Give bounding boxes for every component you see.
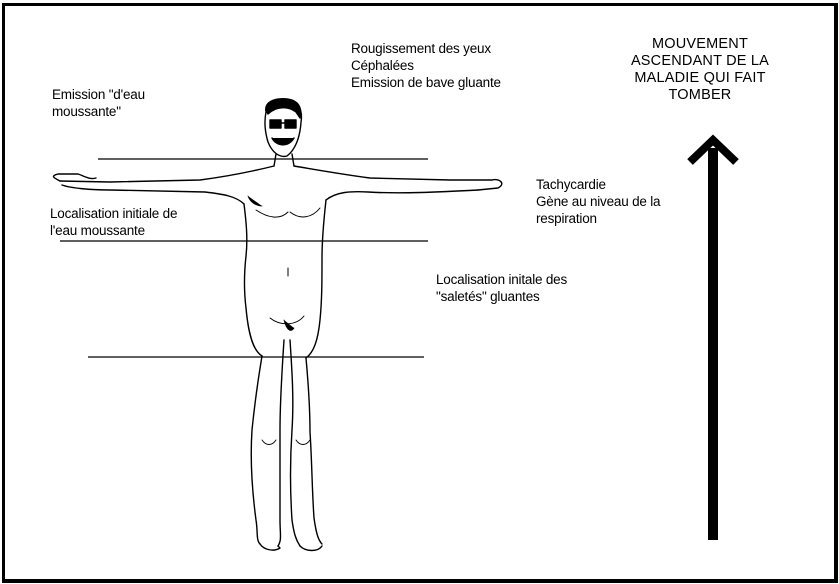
- label-initial-dirt: Localisation initale des "saletés" gluan…: [436, 271, 567, 305]
- label-initial-water: Localisation initiale de l'eau moussante: [50, 205, 177, 239]
- label-emission-water: Emission "d'eau moussante": [52, 86, 145, 120]
- label-chest-symptoms: Tachycardie Gène au niveau de la respira…: [536, 176, 660, 227]
- label-head-symptoms: Rougissement des yeux Céphalées Emission…: [351, 40, 501, 91]
- human-figure: [54, 99, 502, 551]
- diagram-title: MOUVEMENT ASCENDANT DE LA MALADIE QUI FA…: [612, 36, 788, 104]
- up-arrow-icon: [690, 140, 736, 540]
